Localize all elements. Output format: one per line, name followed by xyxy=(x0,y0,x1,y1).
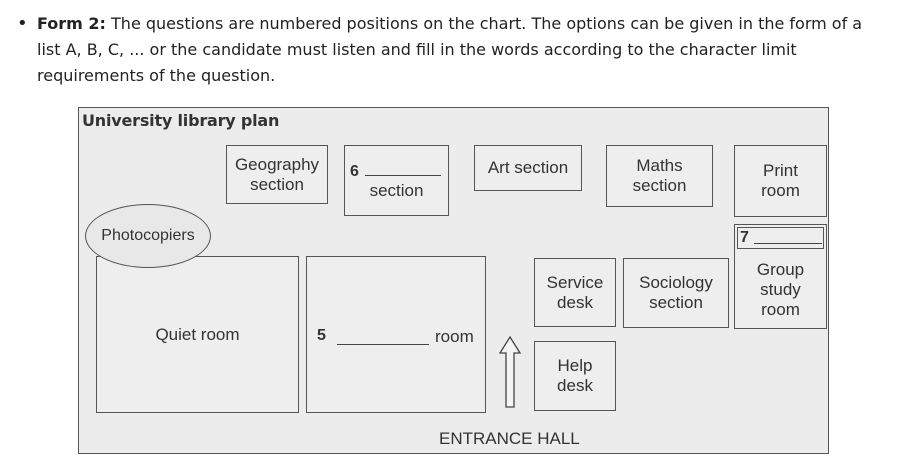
group-study-room-box: 7 Group study room xyxy=(734,224,827,329)
question-6-box: 6 section xyxy=(344,145,449,216)
sociology-section-box: Sociology section xyxy=(623,258,729,328)
question-5-room-box: 5 room xyxy=(306,256,486,413)
maths-line-1: Maths xyxy=(636,156,683,175)
question-5-word: room xyxy=(435,327,474,346)
service-line-1: Service xyxy=(546,272,604,292)
help-line-2: desk xyxy=(557,376,593,395)
sociology-line-2: section xyxy=(649,293,703,312)
group-line-3: room xyxy=(761,299,800,319)
quiet-room-box: Quiet room xyxy=(96,256,299,413)
print-line-2: room xyxy=(761,181,800,200)
question-5-blank[interactable] xyxy=(337,344,429,345)
question-7-blank[interactable] xyxy=(754,243,822,244)
sociology-line-1: Sociology xyxy=(639,273,713,292)
question-6-word: section xyxy=(369,181,424,200)
question-7-number: 7 xyxy=(740,229,749,246)
group-line-1: Group xyxy=(756,259,805,279)
service-line-2: desk xyxy=(557,292,593,312)
geography-line-1: Geography xyxy=(234,154,320,174)
help-desk-box: Help desk xyxy=(534,341,616,411)
library-plan-diagram: University library plan Geography sectio… xyxy=(78,107,829,454)
quiet-room-label: Quiet room xyxy=(155,324,240,344)
form-label: Form 2: xyxy=(37,14,106,33)
group-line-2: study xyxy=(760,279,801,299)
geography-line-2: section xyxy=(250,174,304,194)
photocopiers-oval: Photocopiers xyxy=(85,204,211,268)
form-description: The questions are numbered positions on … xyxy=(37,14,863,85)
instruction-text: Form 2: The questions are numbered posit… xyxy=(37,11,887,89)
maths-line-2: section xyxy=(632,176,687,195)
question-6-number: 6 xyxy=(350,163,359,180)
bullet-dot: • xyxy=(17,13,28,34)
maths-section-box: Maths section xyxy=(606,145,713,207)
print-line-1: Print xyxy=(763,161,798,180)
question-5-number: 5 xyxy=(317,327,326,344)
question-7-field: 7 xyxy=(737,227,824,249)
photocopiers-label: Photocopiers xyxy=(101,227,195,244)
art-section-box: Art section xyxy=(474,145,582,191)
up-arrow-icon xyxy=(498,335,522,408)
art-section-label: Art section xyxy=(487,158,569,177)
instruction-bullet: • Form 2: The questions are numbered pos… xyxy=(17,11,887,89)
question-6-blank[interactable] xyxy=(365,175,441,176)
help-line-1: Help xyxy=(557,356,593,375)
entrance-hall-label: ENTRANCE HALL xyxy=(439,429,580,448)
geography-section-box: Geography section xyxy=(226,145,328,204)
service-desk-box: Service desk xyxy=(534,258,616,327)
print-room-box: Print room xyxy=(734,145,827,217)
plan-title: University library plan xyxy=(82,111,280,130)
group-study-label: Group study room xyxy=(735,253,826,326)
